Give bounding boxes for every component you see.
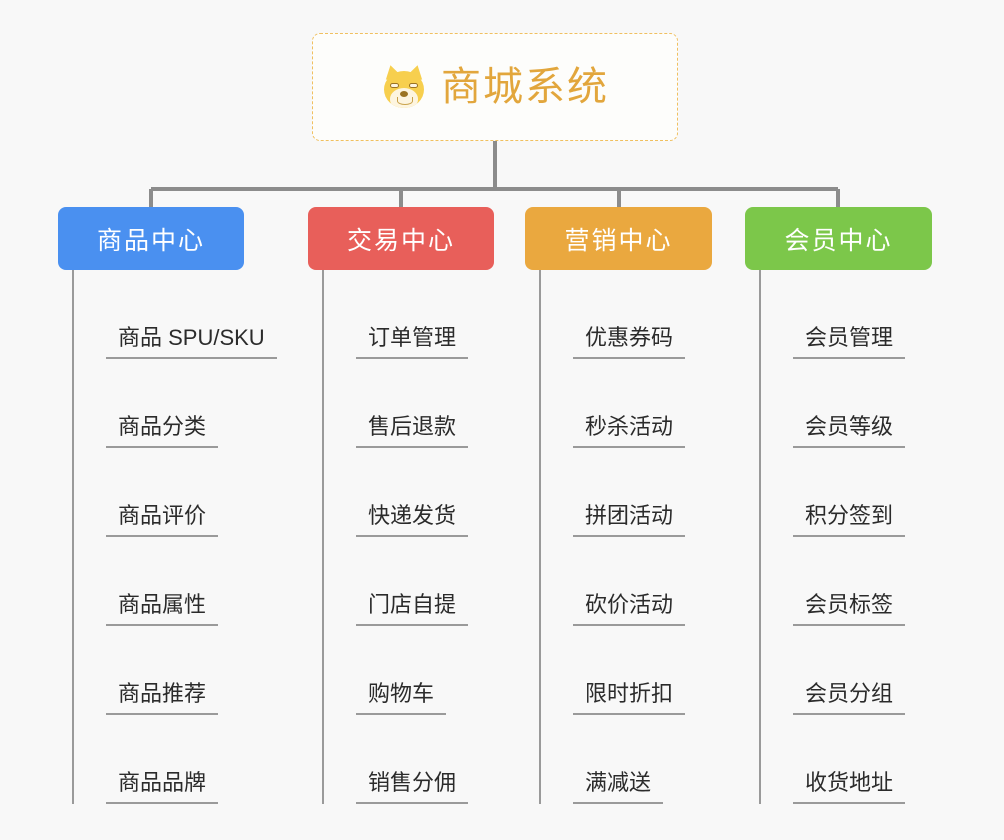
branch-header-marketing[interactable]: 营销中心 — [525, 207, 712, 270]
list-item[interactable]: 商品分类 — [74, 359, 277, 448]
list-item[interactable]: 购物车 — [324, 626, 494, 715]
list-item[interactable]: 商品评价 — [74, 448, 277, 537]
list-item[interactable]: 快递发货 — [324, 448, 494, 537]
list-item[interactable]: 商品推荐 — [74, 626, 277, 715]
branch-items-member: 会员管理 会员等级 积分签到 会员标签 会员分组 收货地址 — [759, 270, 932, 804]
list-item-label: 销售分佣 — [356, 770, 469, 804]
list-item[interactable]: 会员分组 — [761, 626, 932, 715]
list-item[interactable]: 砍价活动 — [541, 537, 712, 626]
list-item-label: 门店自提 — [356, 592, 469, 626]
list-item[interactable]: 限时折扣 — [541, 626, 712, 715]
list-item-label: 商品 SPU/SKU — [106, 325, 277, 359]
branch-header-trade[interactable]: 交易中心 — [308, 207, 494, 270]
list-item-label: 商品品牌 — [106, 770, 219, 804]
branch-column-member: 会员中心 会员管理 会员等级 积分签到 会员标签 会员分组 收货地址 — [745, 207, 932, 804]
list-item-label: 商品分类 — [106, 414, 219, 448]
branch-column-product: 商品中心 商品 SPU/SKU 商品分类 商品评价 商品属性 商品推荐 商品品牌 — [58, 207, 277, 804]
list-item-label: 商品评价 — [106, 503, 219, 537]
list-item[interactable]: 订单管理 — [324, 270, 494, 359]
list-item[interactable]: 会员管理 — [761, 270, 932, 359]
list-item-label: 商品属性 — [106, 592, 219, 626]
list-item[interactable]: 满减送 — [541, 715, 712, 804]
list-item-label: 积分签到 — [793, 503, 906, 537]
list-item[interactable]: 销售分佣 — [324, 715, 494, 804]
list-item[interactable]: 会员标签 — [761, 537, 932, 626]
list-item-label: 会员标签 — [793, 592, 906, 626]
list-item[interactable]: 售后退款 — [324, 359, 494, 448]
list-item[interactable]: 拼团活动 — [541, 448, 712, 537]
list-item-label: 秒杀活动 — [573, 414, 686, 448]
list-item-label: 会员等级 — [793, 414, 906, 448]
branch-column-trade: 交易中心 订单管理 售后退款 快递发货 门店自提 购物车 销售分佣 — [308, 207, 494, 804]
list-item-label: 商品推荐 — [106, 681, 219, 715]
branch-items-product: 商品 SPU/SKU 商品分类 商品评价 商品属性 商品推荐 商品品牌 — [72, 270, 277, 804]
list-item[interactable]: 优惠券码 — [541, 270, 712, 359]
list-item-label: 会员分组 — [793, 681, 906, 715]
list-item-label: 满减送 — [573, 770, 664, 804]
list-item-label: 收货地址 — [793, 770, 906, 804]
branch-items-marketing: 优惠券码 秒杀活动 拼团活动 砍价活动 限时折扣 满减送 — [539, 270, 712, 804]
list-item[interactable]: 会员等级 — [761, 359, 932, 448]
list-item-label: 订单管理 — [356, 325, 469, 359]
list-item-label: 拼团活动 — [573, 503, 686, 537]
list-item[interactable]: 商品属性 — [74, 537, 277, 626]
list-item[interactable]: 收货地址 — [761, 715, 932, 804]
branch-header-product[interactable]: 商品中心 — [58, 207, 244, 270]
list-item-label: 快递发货 — [356, 503, 469, 537]
list-item-label: 砍价活动 — [573, 592, 686, 626]
list-item[interactable]: 门店自提 — [324, 537, 494, 626]
branch-header-member[interactable]: 会员中心 — [745, 207, 932, 270]
list-item[interactable]: 商品品牌 — [74, 715, 277, 804]
branch-column-marketing: 营销中心 优惠券码 秒杀活动 拼团活动 砍价活动 限时折扣 满减送 — [525, 207, 712, 804]
list-item-label: 优惠券码 — [573, 325, 686, 359]
list-item-label: 售后退款 — [356, 414, 469, 448]
root-node[interactable]: 商城系统 — [312, 33, 678, 141]
branch-items-trade: 订单管理 售后退款 快递发货 门店自提 购物车 销售分佣 — [322, 270, 494, 804]
list-item[interactable]: 商品 SPU/SKU — [74, 270, 277, 359]
shiba-dog-face-icon — [381, 63, 427, 110]
list-item[interactable]: 积分签到 — [761, 448, 932, 537]
root-title: 商城系统 — [441, 65, 609, 109]
list-item-label: 限时折扣 — [573, 681, 686, 715]
list-item-label: 购物车 — [356, 681, 447, 715]
list-item-label: 会员管理 — [793, 325, 906, 359]
list-item[interactable]: 秒杀活动 — [541, 359, 712, 448]
